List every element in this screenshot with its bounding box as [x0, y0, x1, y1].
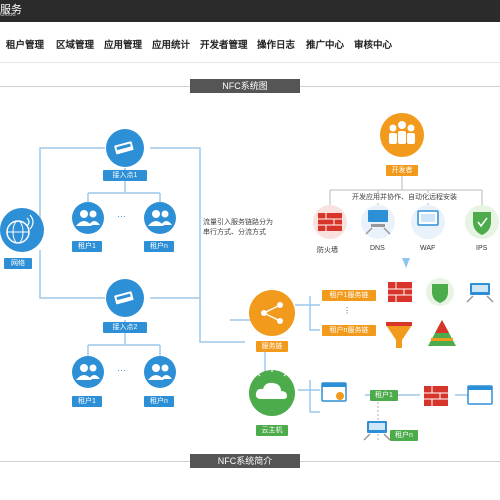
developer-label: 开发者	[386, 165, 418, 176]
pyramid-icon	[428, 320, 456, 346]
service-chain-icon	[249, 290, 295, 336]
nav-item-review-center[interactable]: 审核中心	[354, 40, 393, 51]
waf-label: WAF	[420, 245, 436, 252]
access-point-2-label: 接入点2	[103, 322, 147, 333]
tenant-1-icon	[72, 356, 104, 388]
section-label-system-diagram: NFC系统图	[190, 79, 300, 93]
service-chain-label: 服务链	[256, 341, 288, 352]
cloud-host-icon	[249, 366, 295, 416]
network-globe-icon	[0, 208, 44, 252]
connector-lines	[39, 147, 475, 413]
tenant-1-label: 租户1	[72, 241, 102, 252]
tenant-1-label: 租户1	[72, 396, 102, 407]
nav-item-developer-management[interactable]: 开发者管理	[200, 40, 248, 51]
dns-server-icon	[361, 205, 395, 239]
firewall-icon	[313, 205, 347, 239]
app-title-bar: 服务 Cloud	[0, 0, 500, 22]
ips-label: IPS	[476, 245, 488, 252]
waf-icon	[411, 205, 445, 239]
app-title: 服务	[0, 4, 22, 16]
developer-note: 开发应用并协作、自动化远程安装	[350, 193, 459, 203]
dns-label: DNS	[370, 245, 385, 252]
tenant-n-label: 租户n	[144, 241, 174, 252]
nav-item-region-management[interactable]: 区域管理	[56, 40, 95, 51]
cloud-host-label: 云主机	[256, 425, 288, 436]
host-tenant-n-label: 租户n	[390, 430, 418, 441]
access-point-1-icon	[106, 129, 144, 167]
tenant-1-service-chain-label: 租户1服务链	[322, 290, 376, 301]
nav-item-app-statistics[interactable]: 应用统计	[152, 40, 191, 51]
ellipsis-vertical: ⋮	[343, 306, 351, 315]
app-subtitle: Cloud	[0, 12, 16, 18]
nav-item-promotion-center[interactable]: 推广中心	[306, 40, 345, 51]
shield-icon	[426, 278, 454, 306]
section-label-system-intro: NFC系统简介	[190, 454, 300, 468]
browser-window-icon	[467, 385, 493, 405]
traffic-note-line-2: 串行方式、分流方式	[203, 229, 266, 236]
ips-shield-icon	[465, 205, 499, 239]
host-tenant-1-label: 租户1	[370, 390, 398, 401]
tenant-n-icon	[144, 356, 176, 388]
tenant-n-service-chain-label: 租户n服务链	[322, 325, 376, 336]
main-nav: 租户管理 区域管理 应用管理 应用统计 开发者管理 操作日志 推广中心 审核中心	[0, 22, 500, 63]
developer-group-icon	[380, 113, 424, 157]
firewall-icon	[424, 386, 448, 406]
browser-window-icon	[321, 382, 347, 402]
firewall-label: 防火墙	[317, 247, 338, 254]
down-arrow-icon	[402, 258, 410, 268]
ellipsis: ···	[117, 365, 126, 375]
access-point-1-label: 接入点1	[103, 170, 147, 181]
tenant-n-icon	[144, 202, 176, 234]
funnel-icon	[386, 322, 412, 348]
nav-item-app-management[interactable]: 应用管理	[104, 40, 143, 51]
nav-item-operation-log[interactable]: 操作日志	[257, 40, 296, 51]
tenant-1-icon	[72, 202, 104, 234]
firewall-icon	[388, 282, 412, 302]
access-point-2-icon	[106, 279, 144, 317]
server-icon	[363, 421, 391, 441]
server-icon	[466, 283, 494, 303]
ellipsis: ···	[117, 211, 126, 221]
network-label: 网络	[4, 258, 32, 269]
nav-item-tenant-management[interactable]: 租户管理	[6, 40, 45, 51]
traffic-note-line-1: 流量引入服务链路分为	[203, 219, 273, 226]
tenant-n-label: 租户n	[144, 396, 174, 407]
